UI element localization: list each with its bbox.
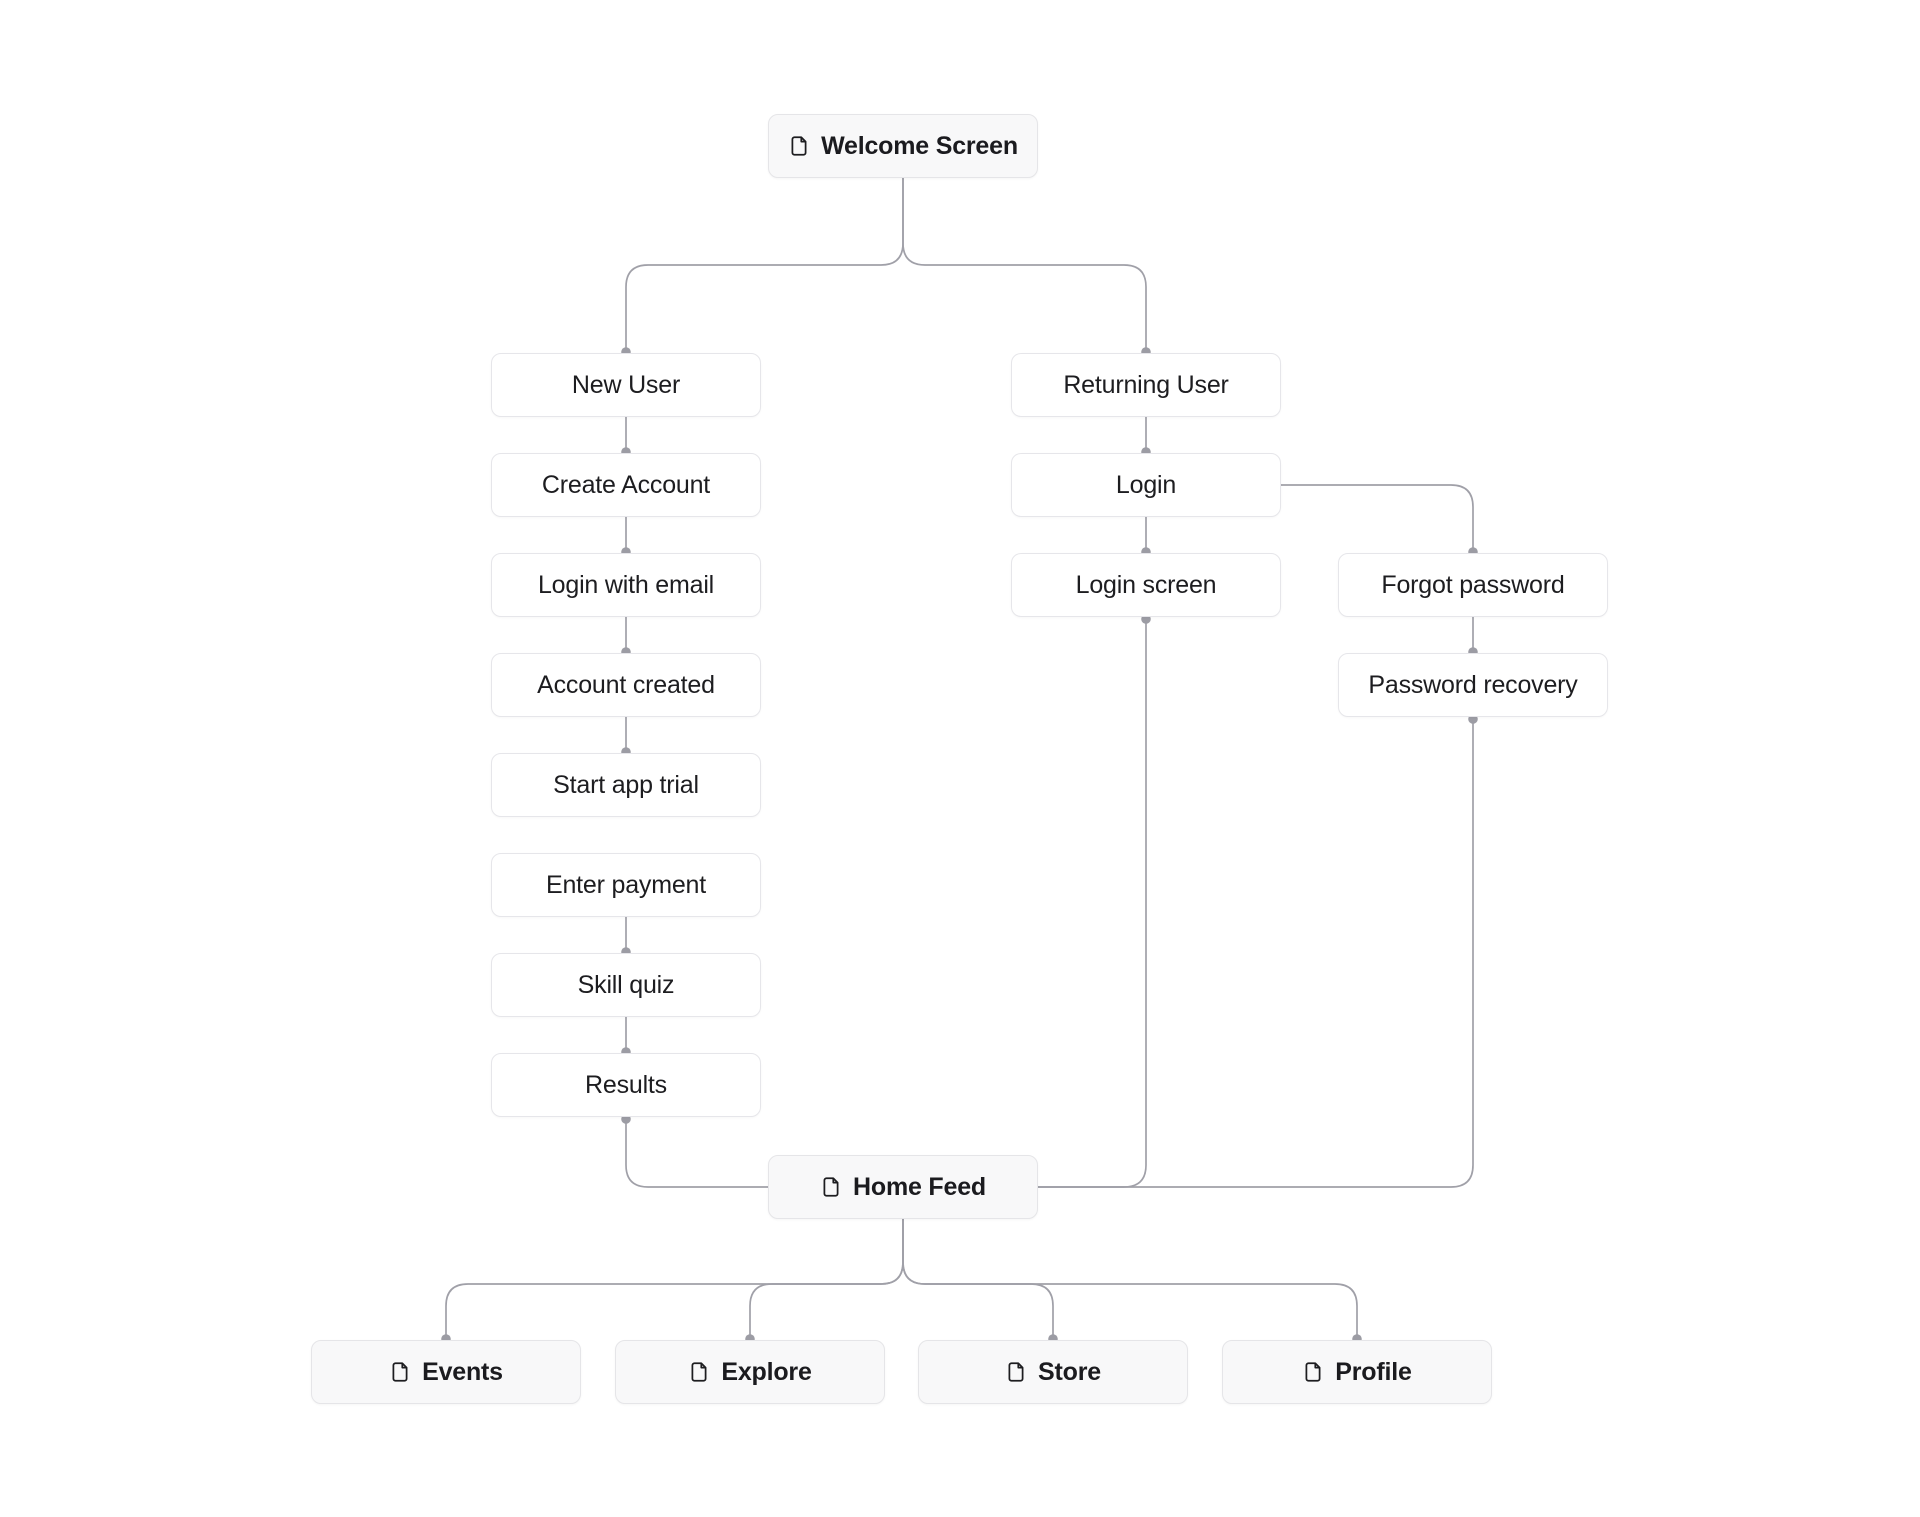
node-explore[interactable]: Explore [615,1340,885,1404]
node-label: Explore [721,1357,812,1386]
node-login-screen[interactable]: Login screen [1011,553,1281,617]
edge-home-feed-store [902,1219,1054,1340]
node-enter-payment[interactable]: Enter payment [491,853,761,917]
node-label: Login screen [1075,570,1217,599]
node-create-account[interactable]: Create Account [491,453,761,517]
edge-home-feed-profile [902,1219,1358,1340]
edge-welcome-screen-returning-user [902,178,1147,353]
node-returning-user[interactable]: Returning User [1011,353,1281,417]
node-label: Events [422,1357,503,1386]
node-label: Results [585,1070,667,1099]
file-icon [820,1176,842,1198]
edge-results-home-feed [625,1117,768,1188]
node-label: Forgot password [1381,570,1565,599]
node-login[interactable]: Login [1011,453,1281,517]
edge-password-recovery-home-feed [1038,717,1474,1188]
node-results[interactable]: Results [491,1053,761,1117]
edge-login-forgot-password [1281,484,1474,553]
edge-home-feed-explore [749,1219,904,1340]
node-label: New User [571,370,681,399]
node-label: Enter payment [546,870,706,899]
edge-login-screen-home-feed [1038,617,1147,1188]
node-skill-quiz[interactable]: Skill quiz [491,953,761,1017]
node-start-app-trial[interactable]: Start app trial [491,753,761,817]
edge-home-feed-events [445,1219,904,1340]
node-label: Skill quiz [577,970,675,999]
node-profile[interactable]: Profile [1222,1340,1492,1404]
node-label: Start app trial [553,770,699,799]
node-home-feed[interactable]: Home Feed [768,1155,1038,1219]
file-icon [788,135,810,157]
node-store[interactable]: Store [918,1340,1188,1404]
node-label: Create Account [541,470,711,499]
node-login-with-email[interactable]: Login with email [491,553,761,617]
node-label: Store [1038,1357,1101,1386]
node-label: Account created [537,670,715,699]
node-label: Profile [1335,1357,1412,1386]
node-label: Login with email [537,570,715,599]
node-label: Login [1115,470,1177,499]
node-label: Welcome Screen [821,131,1018,160]
node-new-user[interactable]: New User [491,353,761,417]
node-label: Password recovery [1368,670,1578,699]
edge-welcome-screen-new-user [625,178,904,353]
file-icon [389,1361,411,1383]
node-account-created[interactable]: Account created [491,653,761,717]
node-password-recovery[interactable]: Password recovery [1338,653,1608,717]
node-forgot-password[interactable]: Forgot password [1338,553,1608,617]
file-icon [1302,1361,1324,1383]
file-icon [1005,1361,1027,1383]
node-label: Returning User [1063,370,1229,399]
node-label: Home Feed [853,1172,986,1201]
node-welcome-screen[interactable]: Welcome Screen [768,114,1038,178]
file-icon [688,1361,710,1383]
node-events[interactable]: Events [311,1340,581,1404]
